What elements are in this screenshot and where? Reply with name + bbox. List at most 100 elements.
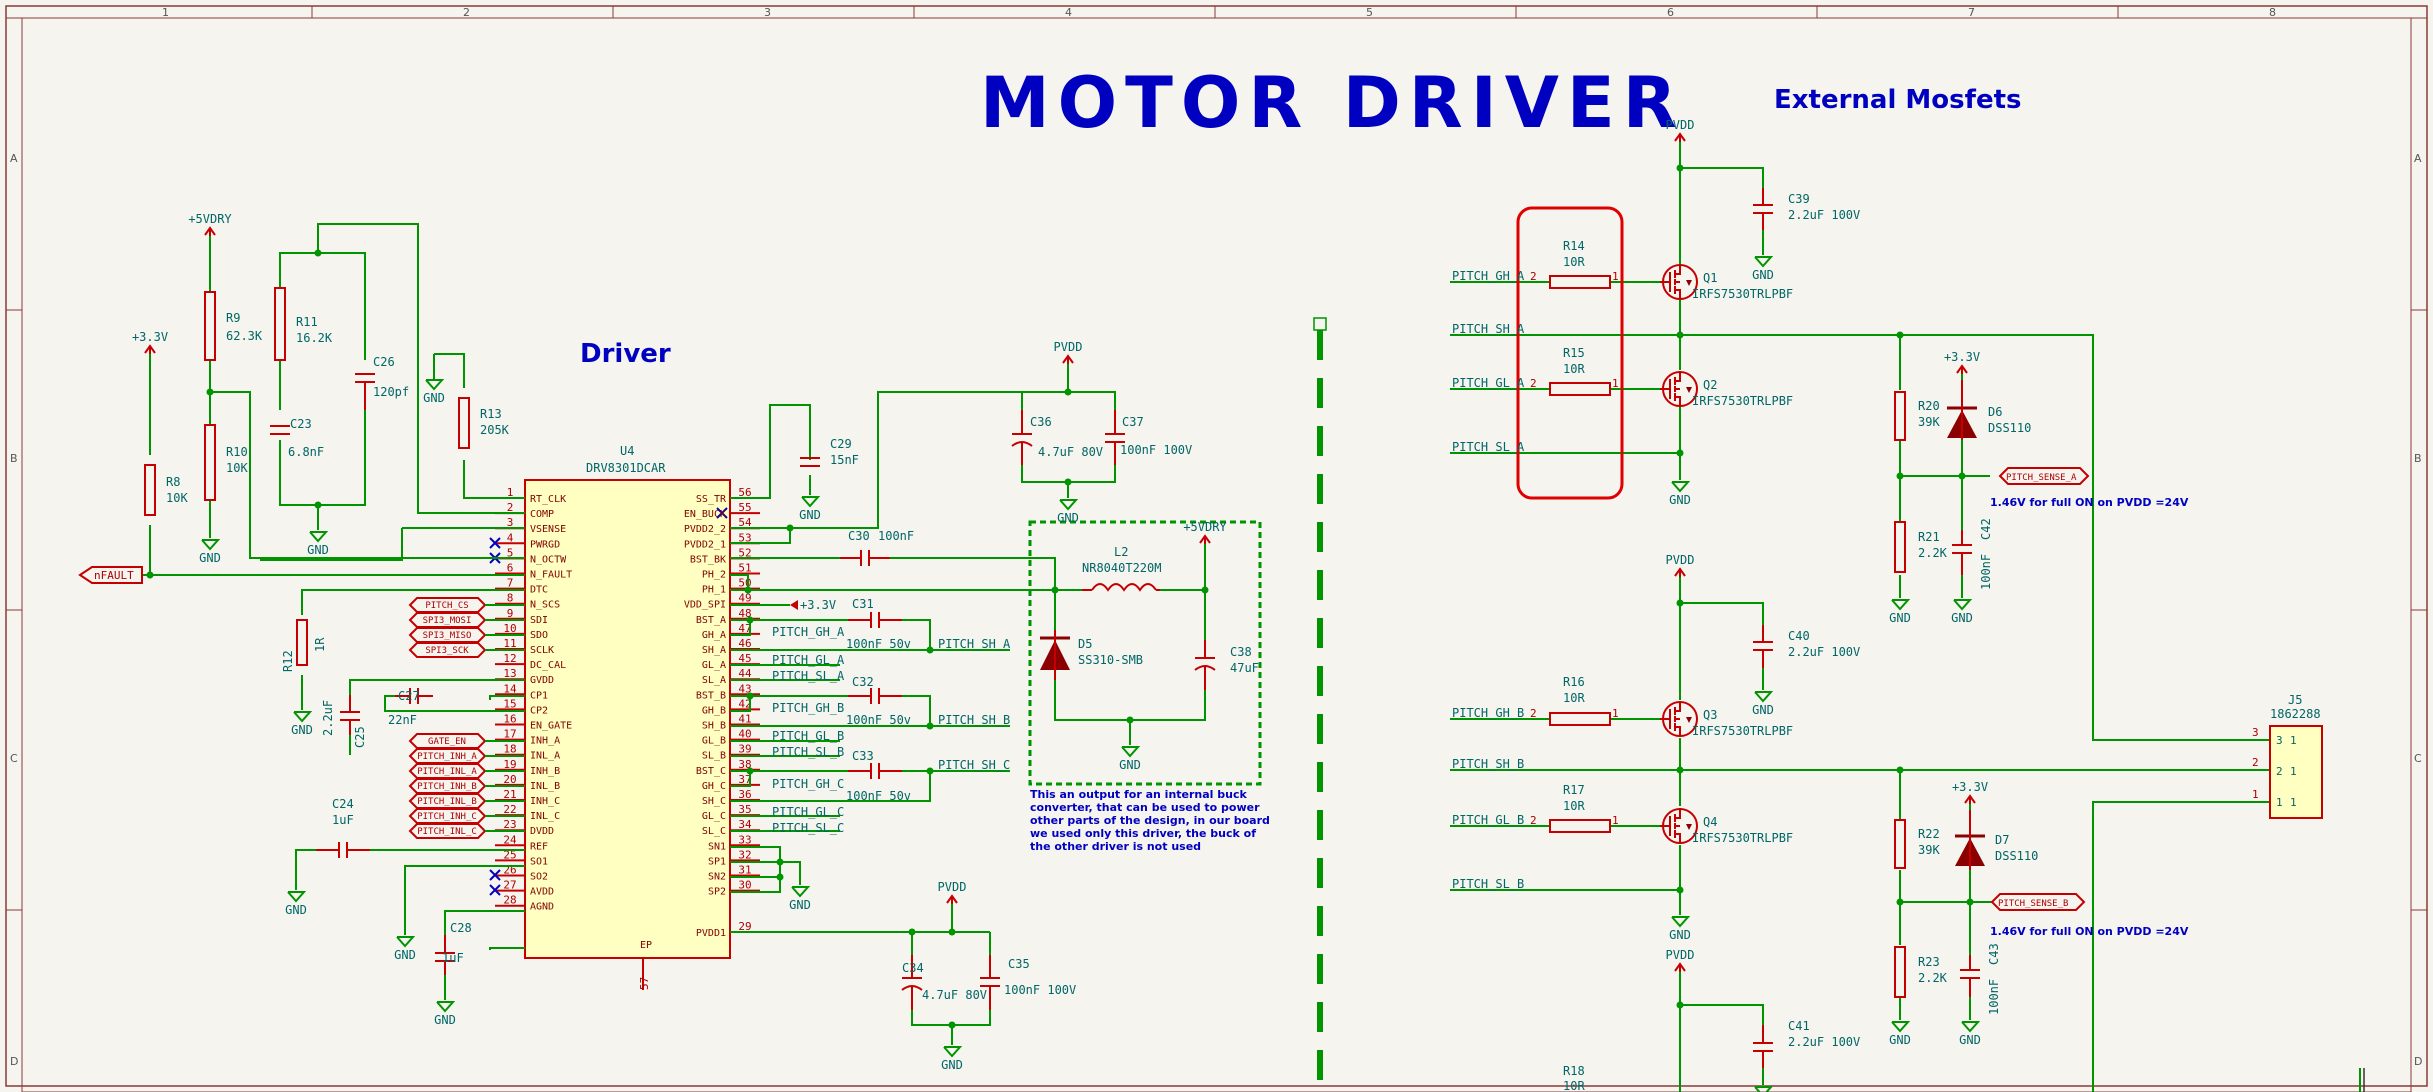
svg-text:2.2K: 2.2K [1918,546,1948,560]
svg-text:R8: R8 [166,475,180,489]
svg-text:+3.3V: +3.3V [1952,780,1988,794]
svg-text:R20: R20 [1918,399,1940,413]
svg-text:GND: GND [434,1013,456,1027]
resistor-r18: R18 10R [1563,1064,1585,1092]
svg-text:+5VDRY: +5VDRY [1183,520,1227,534]
ic-pin-number: 48 [738,607,751,620]
frame-row-b: B [10,452,18,465]
ic-pin-number: 35 [738,803,751,816]
ic-pin-name: SL_C [702,826,726,837]
drawing-frame: 1 2 3 4 5 6 7 8 A B C D A B C D [5,5,2428,1092]
global-label-pitch-inl-c: PITCH_INL_C [417,827,477,837]
ic-pin-number: 56 [738,486,751,499]
ic-pin-number: 13 [503,667,516,680]
ic-pin-number: 34 [738,818,752,831]
global-label-spi3-mosi: SPI3_MOSI [423,616,472,626]
global-label-pitch-inh-b: PITCH_INH_B [417,782,477,792]
note-buck-1: This an output for an internal buck [1030,788,1248,801]
net-gh-c: PITCH_GH_C [772,777,844,791]
ic-pin-number: 22 [503,803,516,816]
net-sl-a-right: PITCH_SL_A [1452,440,1525,454]
ic-pin-name: BST_C [696,766,726,777]
frame-row-a: A [10,152,18,165]
svg-text:GND: GND [1669,928,1691,942]
ic-pin-name: GL_C [702,811,726,822]
ic-pin-name: AVDD [530,887,554,898]
global-label-pitch-inl-b: PITCH_INL_B [417,797,477,807]
net-sl-b-right: PITCH_SL_B [1452,877,1524,891]
global-label-sense-a: PITCH_SENSE_A [2006,473,2077,483]
note-buck-3: other parts of the design, in our board [1030,814,1270,827]
ic-pin-name: RT_CLK [530,494,566,505]
ic-pin-name: GVDD [530,675,554,686]
gnd-symbol: GND [1669,916,1691,942]
gnd-symbol: GND [789,886,811,912]
svg-text:GND: GND [199,551,221,565]
svg-text:1: 1 [2276,796,2283,809]
ic-pin-name: PWRGD [530,539,560,550]
svg-text:10K: 10K [226,461,248,475]
label-c33-ref: C33 [852,749,874,763]
gnd-symbol: GND [291,711,313,737]
net-gl-b: PITCH_GL_B [772,729,844,743]
svg-text:GND: GND [1752,268,1774,282]
mosfets-title: External Mosfets [1774,85,2022,115]
ic-pin-name: SDI [530,615,548,626]
capacitor-plates [270,188,1980,1068]
power-symbol: PVDD [1666,118,1694,142]
ic-pin-name: PVDD2_2 [684,524,726,535]
ic-pin-number: 27 [503,879,516,892]
ic-pin-name: GL_B [702,736,726,747]
svg-text:R23: R23 [1918,955,1940,969]
svg-text:R22: R22 [1918,827,1940,841]
ic-pin-name: SH_A [702,645,726,656]
net-gh-a-right: PITCH_GH_A [1452,269,1525,283]
label-c30-val: 100nF [878,529,914,543]
resistor-r9: R9 62.3K [204,291,263,361]
gnd-symbol: GND [1752,256,1774,282]
gnd-symbol: GND [199,539,221,565]
net-gh-b: PITCH_GH_B [772,701,844,715]
label-c36-val: 4.7uF 80V [1038,445,1103,459]
frame-row-c: C [10,752,18,765]
net-gl-a-right: PITCH_GL_A [1452,376,1525,390]
label-c32-val: 100nF 50v [846,713,911,727]
label-c31-ref: C31 [852,597,874,611]
svg-text:2: 2 [1530,707,1537,720]
ic-pin-number: 31 [738,864,751,877]
ic-pin-name: GH_C [702,781,726,792]
label-c43-val: 100nF [1987,979,2001,1015]
svg-text:GND: GND [291,723,313,737]
svg-text:J5: J5 [2288,693,2302,707]
power-symbol: PVDD [1054,340,1083,364]
net-sh-b: PITCH_SH_B [938,713,1010,727]
ic-pin-number: 1 [507,486,514,499]
label-c37-val: 100nF 100V [1120,443,1192,457]
svg-text:R13: R13 [480,407,502,421]
label-c34-val: 4.7uF 80V [922,988,987,1002]
resistor-r11: R11 16.2K [274,287,333,361]
power-symbol: +3.3V [132,330,168,354]
power-symbol: +5VDRY [188,212,232,236]
ic-pin-number: 36 [738,788,751,801]
ic-pin-number: 8 [507,592,514,605]
svg-text:IRFS7530TRLPBF: IRFS7530TRLPBF [1692,287,1793,301]
ic-pin-name: BST_BK [690,554,726,565]
driver-title: Driver [580,339,671,369]
svg-text:SS310-SMB: SS310-SMB [1078,653,1143,667]
svg-text:DSS110: DSS110 [1995,849,2038,863]
ic-pin-name: VSENSE [530,524,566,535]
net-sl-c: PITCH_SL_C [772,821,844,835]
gnd-symbol: GND [1889,599,1911,625]
label-c27-ref: C27 [398,689,420,703]
driver-wires [142,223,1206,1045]
svg-text:IRFS7530TRLPBF: IRFS7530TRLPBF [1692,394,1793,408]
svg-text:PVDD: PVDD [1054,340,1083,354]
label-c23-ref: C23 [290,417,312,431]
frame-col-3: 3 [764,6,771,19]
ic-pin-name: INL_C [530,811,560,822]
gnd-symbol: GND [1959,1021,1981,1047]
